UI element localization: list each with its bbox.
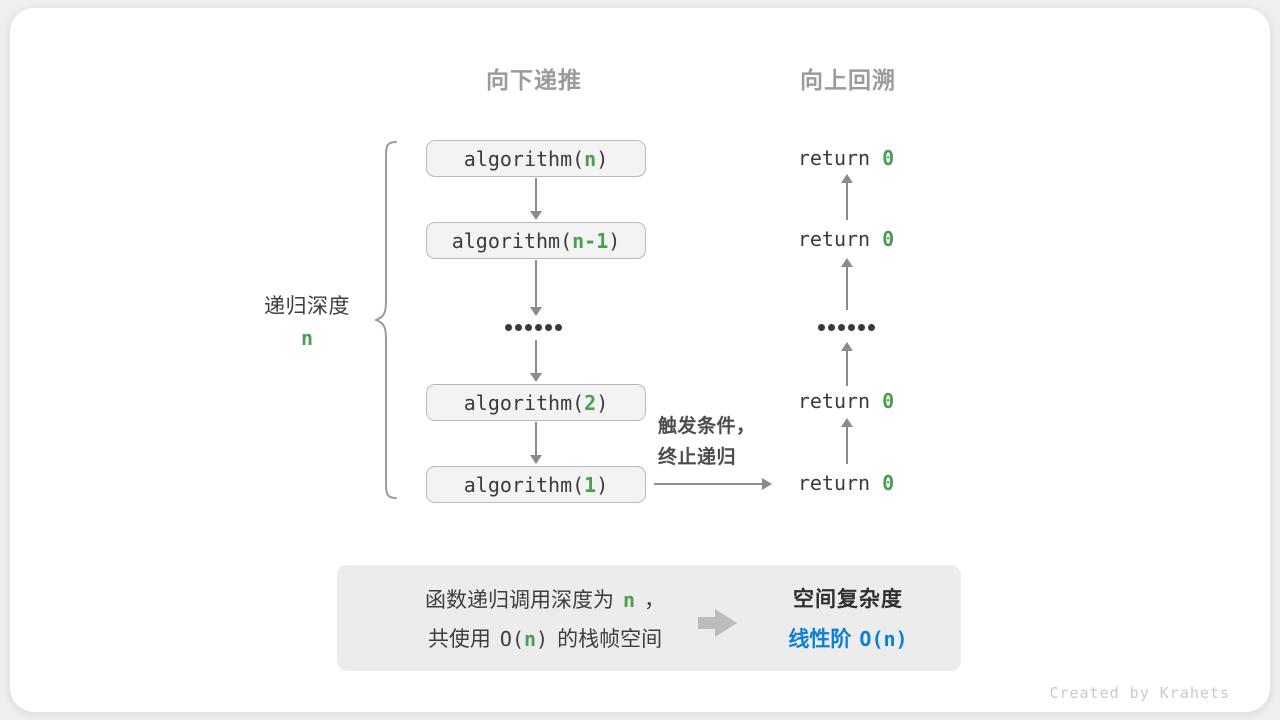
summary-box <box>337 565 961 671</box>
arrow-right-icon <box>654 477 772 491</box>
big-o-close: ) <box>536 627 549 651</box>
arrow-down-icon <box>529 178 543 220</box>
arrow-down-icon <box>529 422 543 464</box>
return-keyword: return <box>797 146 871 170</box>
call-text: algorithm( <box>463 146 585 171</box>
call-box-n: algorithm(n) <box>426 140 646 177</box>
summary-var-n: n <box>622 588 636 612</box>
call-box-1: algorithm(1) <box>426 466 646 503</box>
return-value: 0 <box>882 471 895 495</box>
header-recurse-down: 向下递推 <box>486 67 582 93</box>
header-backtrack-up: 向上回溯 <box>800 67 896 93</box>
call-text: ) <box>608 228 621 253</box>
summary-line-1: 函数递归调用深度为 n ， <box>350 586 740 615</box>
result-bigo: O(n) <box>859 627 908 651</box>
recursion-depth-value: n <box>300 326 314 350</box>
call-arg: n <box>584 146 597 171</box>
call-text: ) <box>596 390 609 415</box>
return-statement: return 0 <box>766 146 926 170</box>
diagram-card: 向下递推 向上回溯 递归深度 n algorithm(n) algorithm(… <box>10 8 1270 712</box>
arrow-up-icon <box>840 174 854 220</box>
recursion-depth-label: 递归深度 <box>264 295 350 318</box>
return-statement: return 0 <box>766 227 926 251</box>
call-text: algorithm( <box>451 228 573 253</box>
base-case-note: 触发条件， 终止递归 <box>658 411 788 473</box>
return-keyword: return <box>797 227 871 251</box>
arrow-down-icon <box>529 340 543 382</box>
return-keyword: return <box>797 471 871 495</box>
return-statement: return 0 <box>766 389 926 413</box>
base-case-line2: 终止递归 <box>658 447 737 468</box>
return-value: 0 <box>882 227 895 251</box>
return-value: 0 <box>882 389 895 413</box>
arrow-up-icon <box>840 418 854 464</box>
ellipsis-dots-icon <box>505 324 562 331</box>
call-text: algorithm( <box>463 390 585 415</box>
big-o-open: O( <box>499 627 524 651</box>
call-arg: 2 <box>584 390 597 415</box>
arrow-up-icon <box>840 258 854 310</box>
summary-text: 函数递归调用深度为 <box>424 589 614 612</box>
result-label: 线性阶 <box>788 628 852 651</box>
call-text: algorithm( <box>463 472 585 497</box>
call-arg: 1 <box>584 472 597 497</box>
big-o-var: n <box>524 627 537 651</box>
call-text: ) <box>596 472 609 497</box>
big-right-arrow-icon <box>698 609 737 637</box>
result-complexity: 线性阶 O(n) <box>738 625 958 654</box>
depth-brace-icon <box>375 141 397 499</box>
watermark-credit: Created by Krahets <box>1049 684 1230 702</box>
call-arg: n-1 <box>572 228 609 253</box>
summary-line-2: 共使用 O(n) 的栈帧空间 <box>350 625 740 654</box>
call-box-n-1: algorithm(n-1) <box>426 222 646 259</box>
summary-comma: ， <box>644 589 666 612</box>
arrow-down-icon <box>529 260 543 316</box>
return-keyword: return <box>797 389 871 413</box>
result-title: 空间复杂度 <box>793 588 903 611</box>
base-case-line1: 触发条件， <box>658 416 756 437</box>
ellipsis-dots-icon <box>818 324 875 331</box>
call-box-2: algorithm(2) <box>426 384 646 421</box>
arrow-up-icon <box>840 342 854 386</box>
return-statement: return 0 <box>766 471 926 495</box>
return-value: 0 <box>882 146 895 170</box>
summary-text: 共使用 <box>427 628 491 651</box>
summary-text: 的栈帧空间 <box>557 628 663 651</box>
call-text: ) <box>596 146 609 171</box>
